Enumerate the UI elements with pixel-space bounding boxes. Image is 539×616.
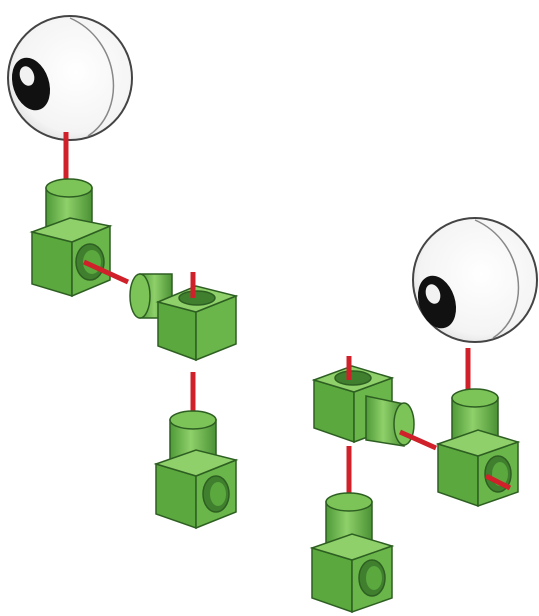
left-eyeball xyxy=(7,15,133,141)
connector-block-a xyxy=(29,178,113,298)
connector-block-c xyxy=(153,410,239,530)
connector-block-e xyxy=(311,365,415,447)
guide-line xyxy=(484,473,512,491)
guide-line xyxy=(82,259,130,285)
connector-block-f xyxy=(309,492,395,614)
connector-block-b xyxy=(129,273,239,362)
right-eyeball xyxy=(412,217,538,343)
guide-line xyxy=(398,429,438,451)
connector-block-d xyxy=(435,388,521,508)
